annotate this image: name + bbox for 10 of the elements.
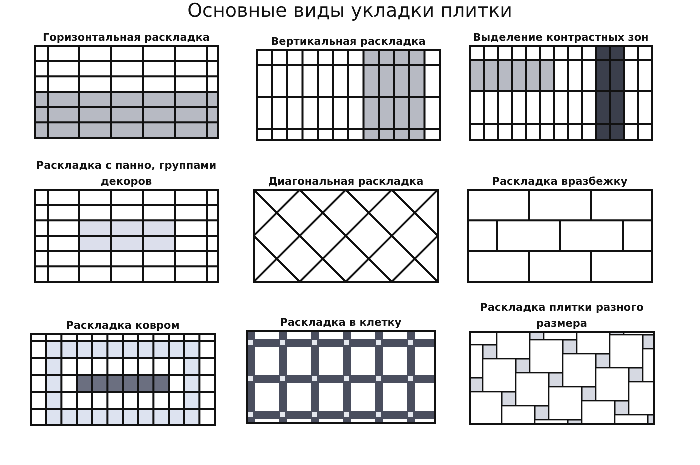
layout-heading: Раскладка ковром: [66, 319, 180, 334]
layout-heading: Раскладка с панно, группами декоров: [35, 159, 218, 190]
layout-heading: Вертикальная раскладка: [271, 35, 426, 50]
diagram-title: Основные виды укладки плитки: [186, 0, 514, 22]
layout-heading: Раскладка плитки разного размера: [479, 301, 645, 332]
layout-heading: Диагональная раскладка: [268, 175, 424, 190]
layout-heading: Раскладка вразбежку: [492, 175, 628, 190]
layout-heading: Выделение контрастных зон: [473, 31, 649, 46]
layout-heading: Раскладка в клетку: [280, 316, 402, 331]
layout-heading: Горизонтальная раскладка: [42, 31, 210, 46]
